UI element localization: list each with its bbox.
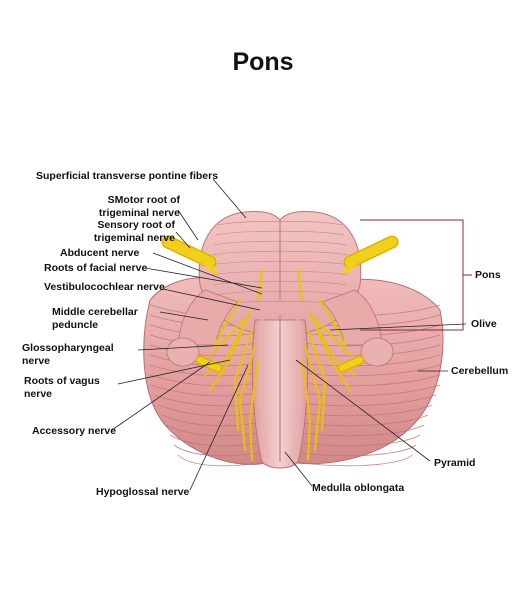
leader-hypoglossal	[189, 364, 249, 491]
label-medulla: Medulla oblongata	[312, 482, 405, 494]
accessory-nerve-right	[337, 355, 365, 373]
leader-abducent	[152, 252, 263, 295]
leader-superficial-fibers	[212, 178, 247, 219]
label-cerebellum: Cerebellum	[451, 365, 509, 377]
olive-left	[166, 337, 200, 367]
leader-mcp	[159, 311, 209, 321]
pyramid-left	[257, 317, 271, 459]
label-accessory: Accessory nerve	[32, 425, 117, 437]
olive-right	[360, 337, 394, 367]
label-olive: Olive	[471, 318, 497, 330]
leader-motor-root	[177, 209, 199, 241]
accessory-nerve-left	[195, 355, 223, 373]
label-hypoglossal: Hypoglossal nerve	[96, 486, 190, 498]
label-pons: Pons	[475, 269, 501, 281]
label-vestibulocochlear: Vestibulocochlear nerve	[44, 281, 165, 293]
diagram-title: Pons	[232, 48, 294, 76]
label-facial: Roots of facial nerve	[44, 262, 148, 274]
leader-medulla	[284, 451, 313, 487]
label-superficial-fibers: Superficial transverse pontine fibers	[36, 170, 219, 182]
leader-glossopharyngeal	[137, 344, 229, 351]
leader-accessory	[111, 361, 211, 431]
leader-vagus	[117, 359, 231, 385]
leader-facial	[144, 267, 263, 289]
leader-vestibulocochlear	[162, 288, 261, 311]
leader-pyramid	[295, 359, 431, 462]
label-abducent: Abducent nerve	[60, 247, 140, 259]
leader-sensory-root	[175, 231, 191, 249]
label-pyramid: Pyramid	[434, 457, 476, 469]
pyramid-right	[289, 317, 303, 459]
leader-olive	[329, 323, 467, 331]
